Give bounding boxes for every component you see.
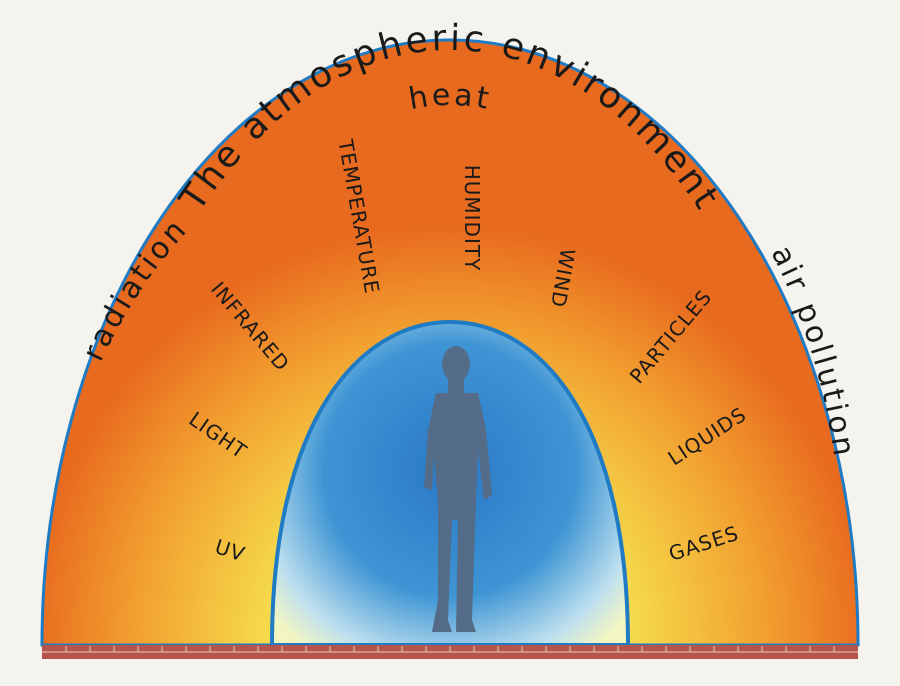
category-heat: heat — [406, 78, 494, 117]
heat-item-humidity: HUMIDITY — [460, 165, 484, 272]
ground-strip — [42, 645, 858, 659]
person-silhouette-icon — [424, 346, 492, 632]
